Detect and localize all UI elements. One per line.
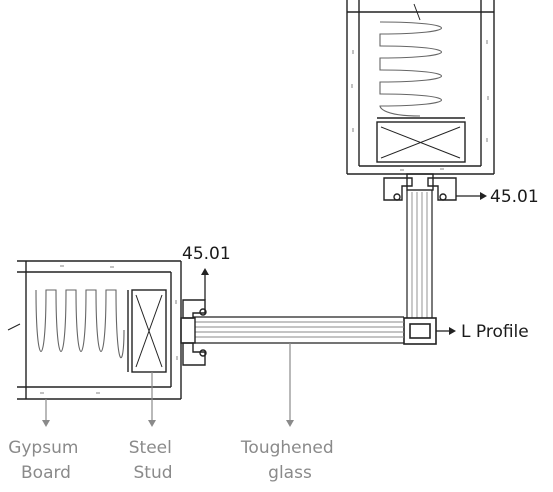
left-reference-label: 45.01 (182, 244, 231, 264)
l-profile-corner (403, 317, 437, 345)
top-wall (346, 0, 495, 175)
gypsum-board-label: Gypsum Board (8, 438, 84, 483)
left-wall (7, 260, 182, 400)
top-wall-break-mark (413, 3, 421, 21)
toughened-glass-leader (286, 343, 294, 427)
top-gasket-left (393, 193, 401, 201)
top-wall-insulation (379, 21, 443, 117)
top-frame-left-profile (383, 177, 413, 201)
steel-stud-label-line2: Stud (133, 463, 172, 483)
top-reference-label: 45.01 (490, 187, 539, 207)
toughened-glass-label-line1: Toughened (240, 438, 334, 458)
gypsum-board-label-line1: Gypsum (8, 438, 78, 458)
gypsum-board-leader (42, 399, 50, 427)
horizontal-toughened-glass (193, 316, 404, 344)
steel-stud-leader (148, 372, 156, 427)
top-glazing-frame (383, 173, 457, 201)
top-wall-board-dashes (351, 40, 489, 171)
top-frame-core (406, 173, 434, 191)
l-profile-arrowhead (449, 327, 456, 335)
top-frame-right-profile (427, 177, 457, 201)
left-stud-cross-b (135, 294, 163, 368)
l-profile-label: L Profile (461, 322, 529, 342)
left-frame-bottom-profile (182, 342, 206, 366)
vertical-toughened-glass (406, 190, 433, 318)
top-ref-arrowhead (480, 192, 487, 200)
left-wall-insulation (35, 289, 125, 359)
toughened-glass-label-line2: glass (268, 463, 312, 483)
left-glazing-frame (180, 299, 207, 366)
top-gasket-right (439, 193, 447, 201)
steel-stud-label: Steel Stud (129, 438, 178, 483)
toughened-glass-label: Toughened glass (240, 438, 339, 483)
top-stud-cross-b (380, 126, 461, 159)
left-wall-break-mark (7, 323, 21, 331)
left-ref-arrowhead (201, 268, 209, 275)
l-profile-inner (409, 323, 431, 339)
left-wall-board-dashes (40, 265, 178, 394)
steel-stud-label-line1: Steel (129, 438, 172, 458)
left-steel-stud (131, 289, 167, 373)
l-profile-outer (403, 317, 437, 345)
left-frame-core (180, 317, 196, 344)
left-gasket-top (199, 308, 207, 316)
top-steel-stud (376, 121, 466, 163)
gypsum-board-label-line2: Board (21, 463, 71, 483)
left-gasket-bottom (199, 349, 207, 357)
